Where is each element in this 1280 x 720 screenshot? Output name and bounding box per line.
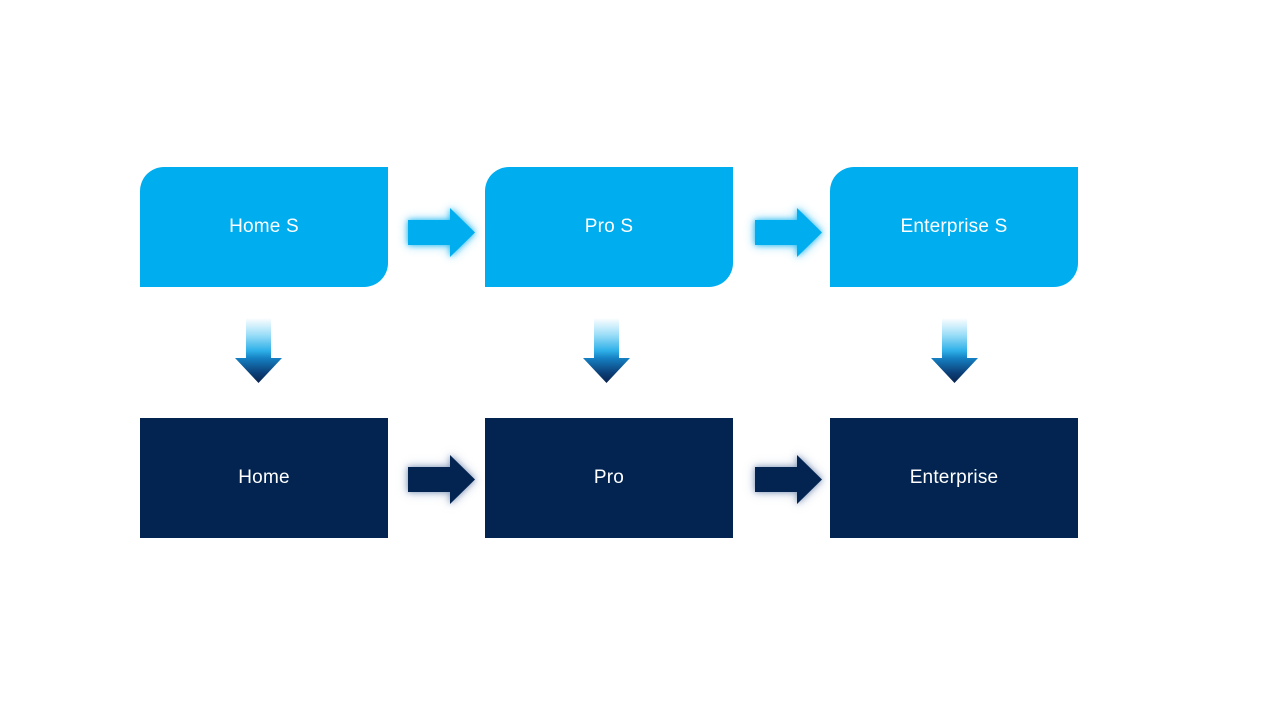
node-pro-s[interactable]: Pro S xyxy=(485,167,733,287)
right-arrow-icon xyxy=(408,208,475,257)
right-arrow-icon xyxy=(408,455,475,504)
node-enterprise-s-label: Enterprise S xyxy=(900,216,1008,237)
node-enterprise[interactable]: Enterprise xyxy=(830,418,1078,538)
node-pro-s-label: Pro S xyxy=(584,216,634,237)
right-arrow-icon xyxy=(755,208,822,257)
node-home-s-label: Home S xyxy=(229,216,299,237)
down-arrow-icon xyxy=(583,318,630,383)
node-home-s[interactable]: Home S xyxy=(140,167,388,287)
node-enterprise-s[interactable]: Enterprise S xyxy=(830,167,1078,287)
node-home[interactable]: Home xyxy=(140,418,388,538)
down-arrow-icon xyxy=(931,318,978,383)
right-arrow-icon xyxy=(755,455,822,504)
node-pro[interactable]: Pro xyxy=(485,418,733,538)
node-pro-label: Pro xyxy=(593,467,625,488)
node-enterprise-label: Enterprise xyxy=(909,467,999,488)
down-arrow-icon xyxy=(235,318,282,383)
node-home-label: Home xyxy=(238,467,290,488)
